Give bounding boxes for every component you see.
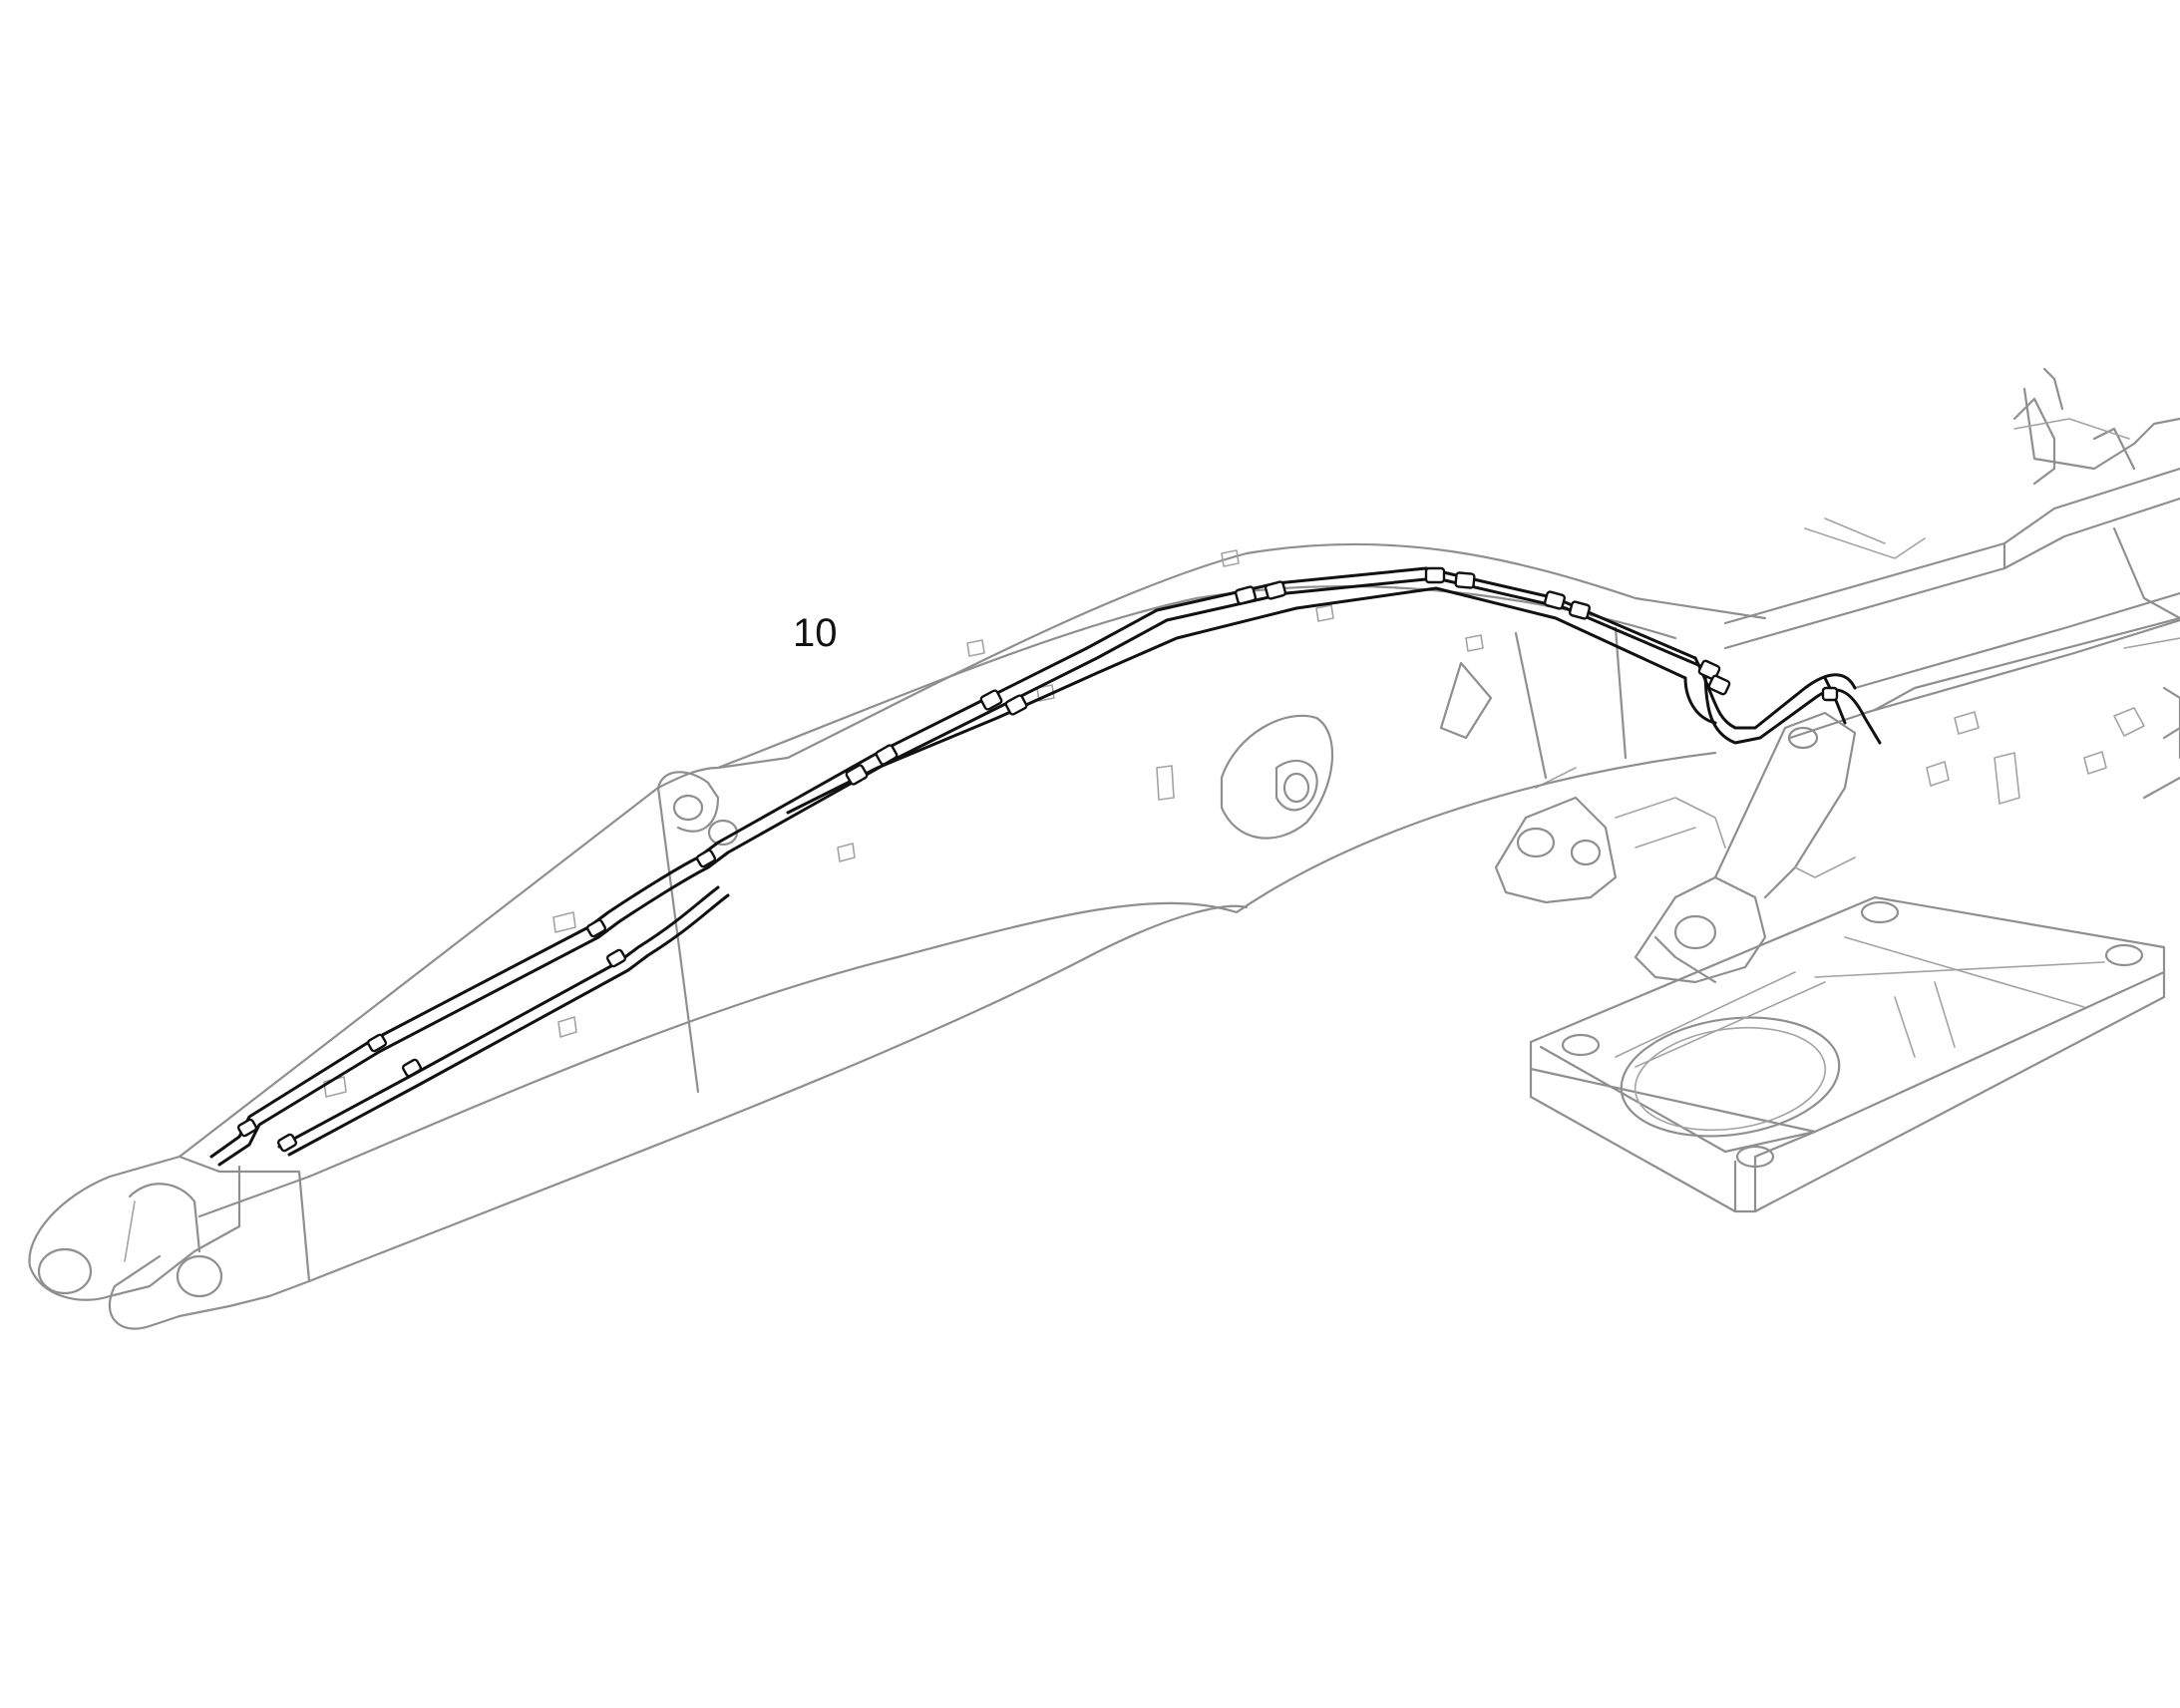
boom-foot-brackets	[1494, 711, 1857, 984]
boom	[28, 542, 1767, 1330]
callout-label: 10	[793, 611, 838, 655]
slew-frame	[1529, 895, 2166, 1213]
hydraulic-hose-routing	[209, 566, 1882, 1167]
main-frame	[1723, 367, 2180, 805]
hose-clamp	[236, 566, 1839, 1153]
